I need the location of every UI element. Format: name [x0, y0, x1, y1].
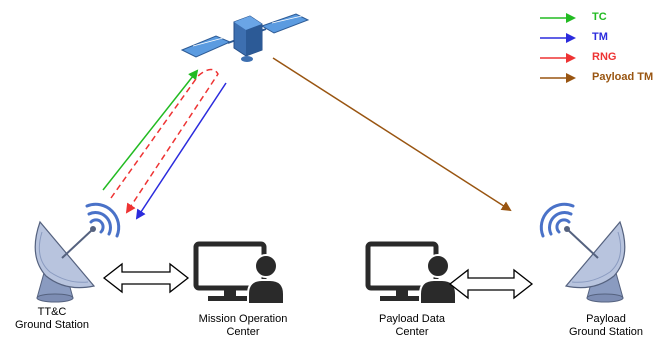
payload-center-label-line1: Payload Data — [378, 313, 446, 325]
ttc-mission-double-arrow — [102, 262, 190, 294]
payload-station-label: Payload Ground Station — [569, 313, 643, 339]
mission-center-label-line2: Center — [226, 326, 260, 338]
payload-center-label: Payload Data Center — [379, 313, 445, 339]
mission-center-label-line1: Mission Operation — [198, 313, 288, 325]
signal-waves-icon — [539, 202, 575, 238]
legend-tc-label: TC — [592, 11, 607, 23]
legend-tm-label: TM — [592, 31, 608, 43]
payload-center-label-line2: Center — [395, 326, 429, 338]
computer-operator-icon — [193, 241, 285, 305]
satellite-dish-icon — [564, 220, 626, 303]
tm-downlink-arrow — [135, 82, 227, 220]
ttc-station-label: TT&C Ground Station — [15, 306, 89, 332]
rng-loop-arrow — [110, 68, 219, 214]
payload-center-station-double-arrow — [448, 268, 534, 300]
ttc-station-label-line2: Ground Station — [15, 319, 89, 331]
signal-waves-icon — [85, 202, 121, 238]
ttc-station-label-line1: TT&C — [37, 306, 67, 318]
satellite-icon — [180, 13, 310, 62]
satellite-dish-icon — [34, 220, 96, 303]
tc-uplink-arrow — [102, 69, 199, 191]
payload-station-label-line1: Payload — [586, 313, 626, 325]
legend-payload-tm-label: Payload TM — [592, 71, 654, 83]
payload-tm-arrow — [272, 57, 512, 212]
payload-station-label-line2: Ground Station — [569, 326, 643, 338]
legend-rng-label: RNG — [592, 51, 617, 63]
mission-center-label: Mission Operation Center — [199, 313, 288, 339]
computer-operator-icon — [365, 241, 457, 305]
